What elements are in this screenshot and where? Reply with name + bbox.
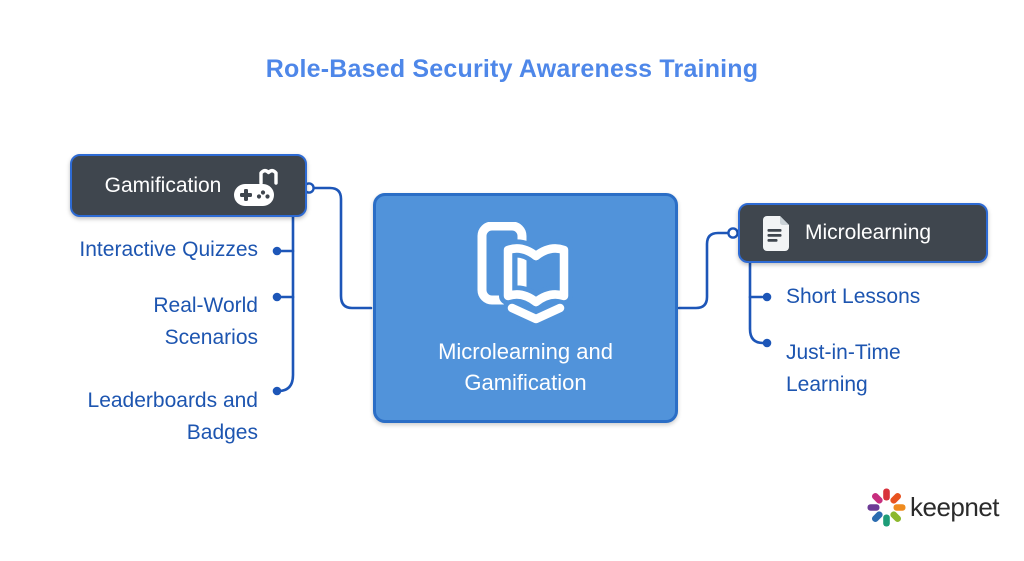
microlearning-node: Microlearning — [738, 203, 988, 263]
gamepad-icon — [232, 163, 279, 209]
document-icon — [760, 215, 791, 252]
gamification-node: Gamification — [70, 154, 307, 217]
diagram-title: Role-Based Security Awareness Training — [265, 55, 759, 83]
phone-open-book-icon — [464, 221, 588, 328]
gamification-item-leaderboards-badges: Leaderboards and Badges — [87, 389, 258, 444]
keepnet-pinwheel-icon — [866, 487, 907, 528]
gamification-item-real-world-scenarios: Real-World Scenarios — [153, 294, 258, 349]
gamification-item-interactive-quizzes: Interactive Quizzes — [79, 238, 258, 261]
microlearning-item-short-lessons: Short Lessons — [786, 285, 921, 308]
center-node: Microlearning and Gamification — [373, 193, 678, 423]
gamification-node-label: Gamification — [104, 173, 222, 197]
keepnet-wordmark: keepnet — [910, 492, 1000, 522]
keepnet-logo: keepnet — [866, 487, 1000, 528]
center-node-label: Microlearning and Gamification — [438, 339, 613, 395]
microlearning-node-label: Microlearning — [805, 221, 932, 244]
microlearning-item-just-in-time-learning: Just-in-Time Learning — [786, 341, 901, 396]
